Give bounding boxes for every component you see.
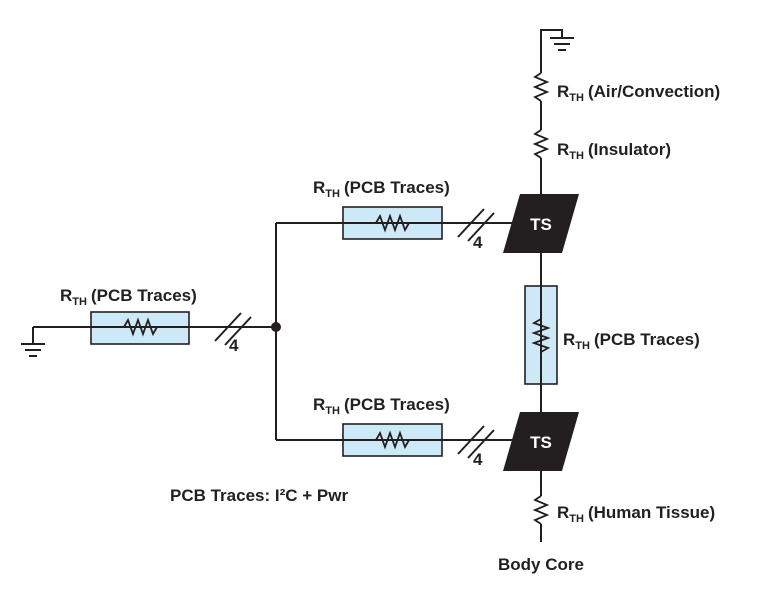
top-bus-count: 4 [473, 233, 483, 252]
bottom-sensor-icon: TS [503, 412, 579, 471]
pcb-traces-note: PCB Traces: I²C + Pwr [170, 486, 348, 505]
vertical-resistor-label: RTH(PCB Traces) [563, 330, 700, 352]
left-resistor-label: RTH(PCB Traces) [60, 286, 197, 308]
bottom-resistor-box [342, 423, 443, 457]
bottom-bus-count: 4 [473, 450, 483, 469]
bottom-resistor-label: RTH(PCB Traces) [313, 395, 450, 417]
air-resistor-zigzag-icon [532, 72, 550, 102]
bottom-resistor-zigzag-icon [375, 430, 410, 450]
left-bus-slash-icon [214, 312, 252, 346]
left-resistor-zigzag-icon [123, 317, 158, 337]
left-resistor-box [90, 311, 190, 345]
left-bus-count: 4 [229, 336, 239, 355]
tissue-resistor-zigzag-icon [532, 495, 550, 525]
top-resistor-box [342, 206, 443, 240]
tissue-resistor-label: RTH(Human Tissue) [557, 503, 715, 525]
insulator-resistor-zigzag-icon [532, 129, 550, 159]
insulator-resistor-label: RTH(Insulator) [557, 140, 671, 162]
body-core-label: Body Core [498, 555, 584, 574]
bottom-sensor-label: TS [530, 433, 552, 452]
bottom-bus-slash-icon [457, 425, 495, 459]
top-resistor-label: RTH(PCB Traces) [313, 178, 450, 200]
vertical-resistor-zigzag-icon [531, 318, 551, 353]
vertical-resistor-box [524, 285, 558, 385]
top-ground-icon [540, 29, 574, 63]
top-sensor-icon: TS [503, 194, 579, 253]
top-resistor-zigzag-icon [375, 213, 410, 233]
top-bus-slash-icon [457, 208, 495, 242]
air-resistor-label: RTH(Air/Convection) [557, 82, 720, 104]
left-ground-icon [21, 327, 45, 357]
top-sensor-label: TS [530, 215, 552, 234]
